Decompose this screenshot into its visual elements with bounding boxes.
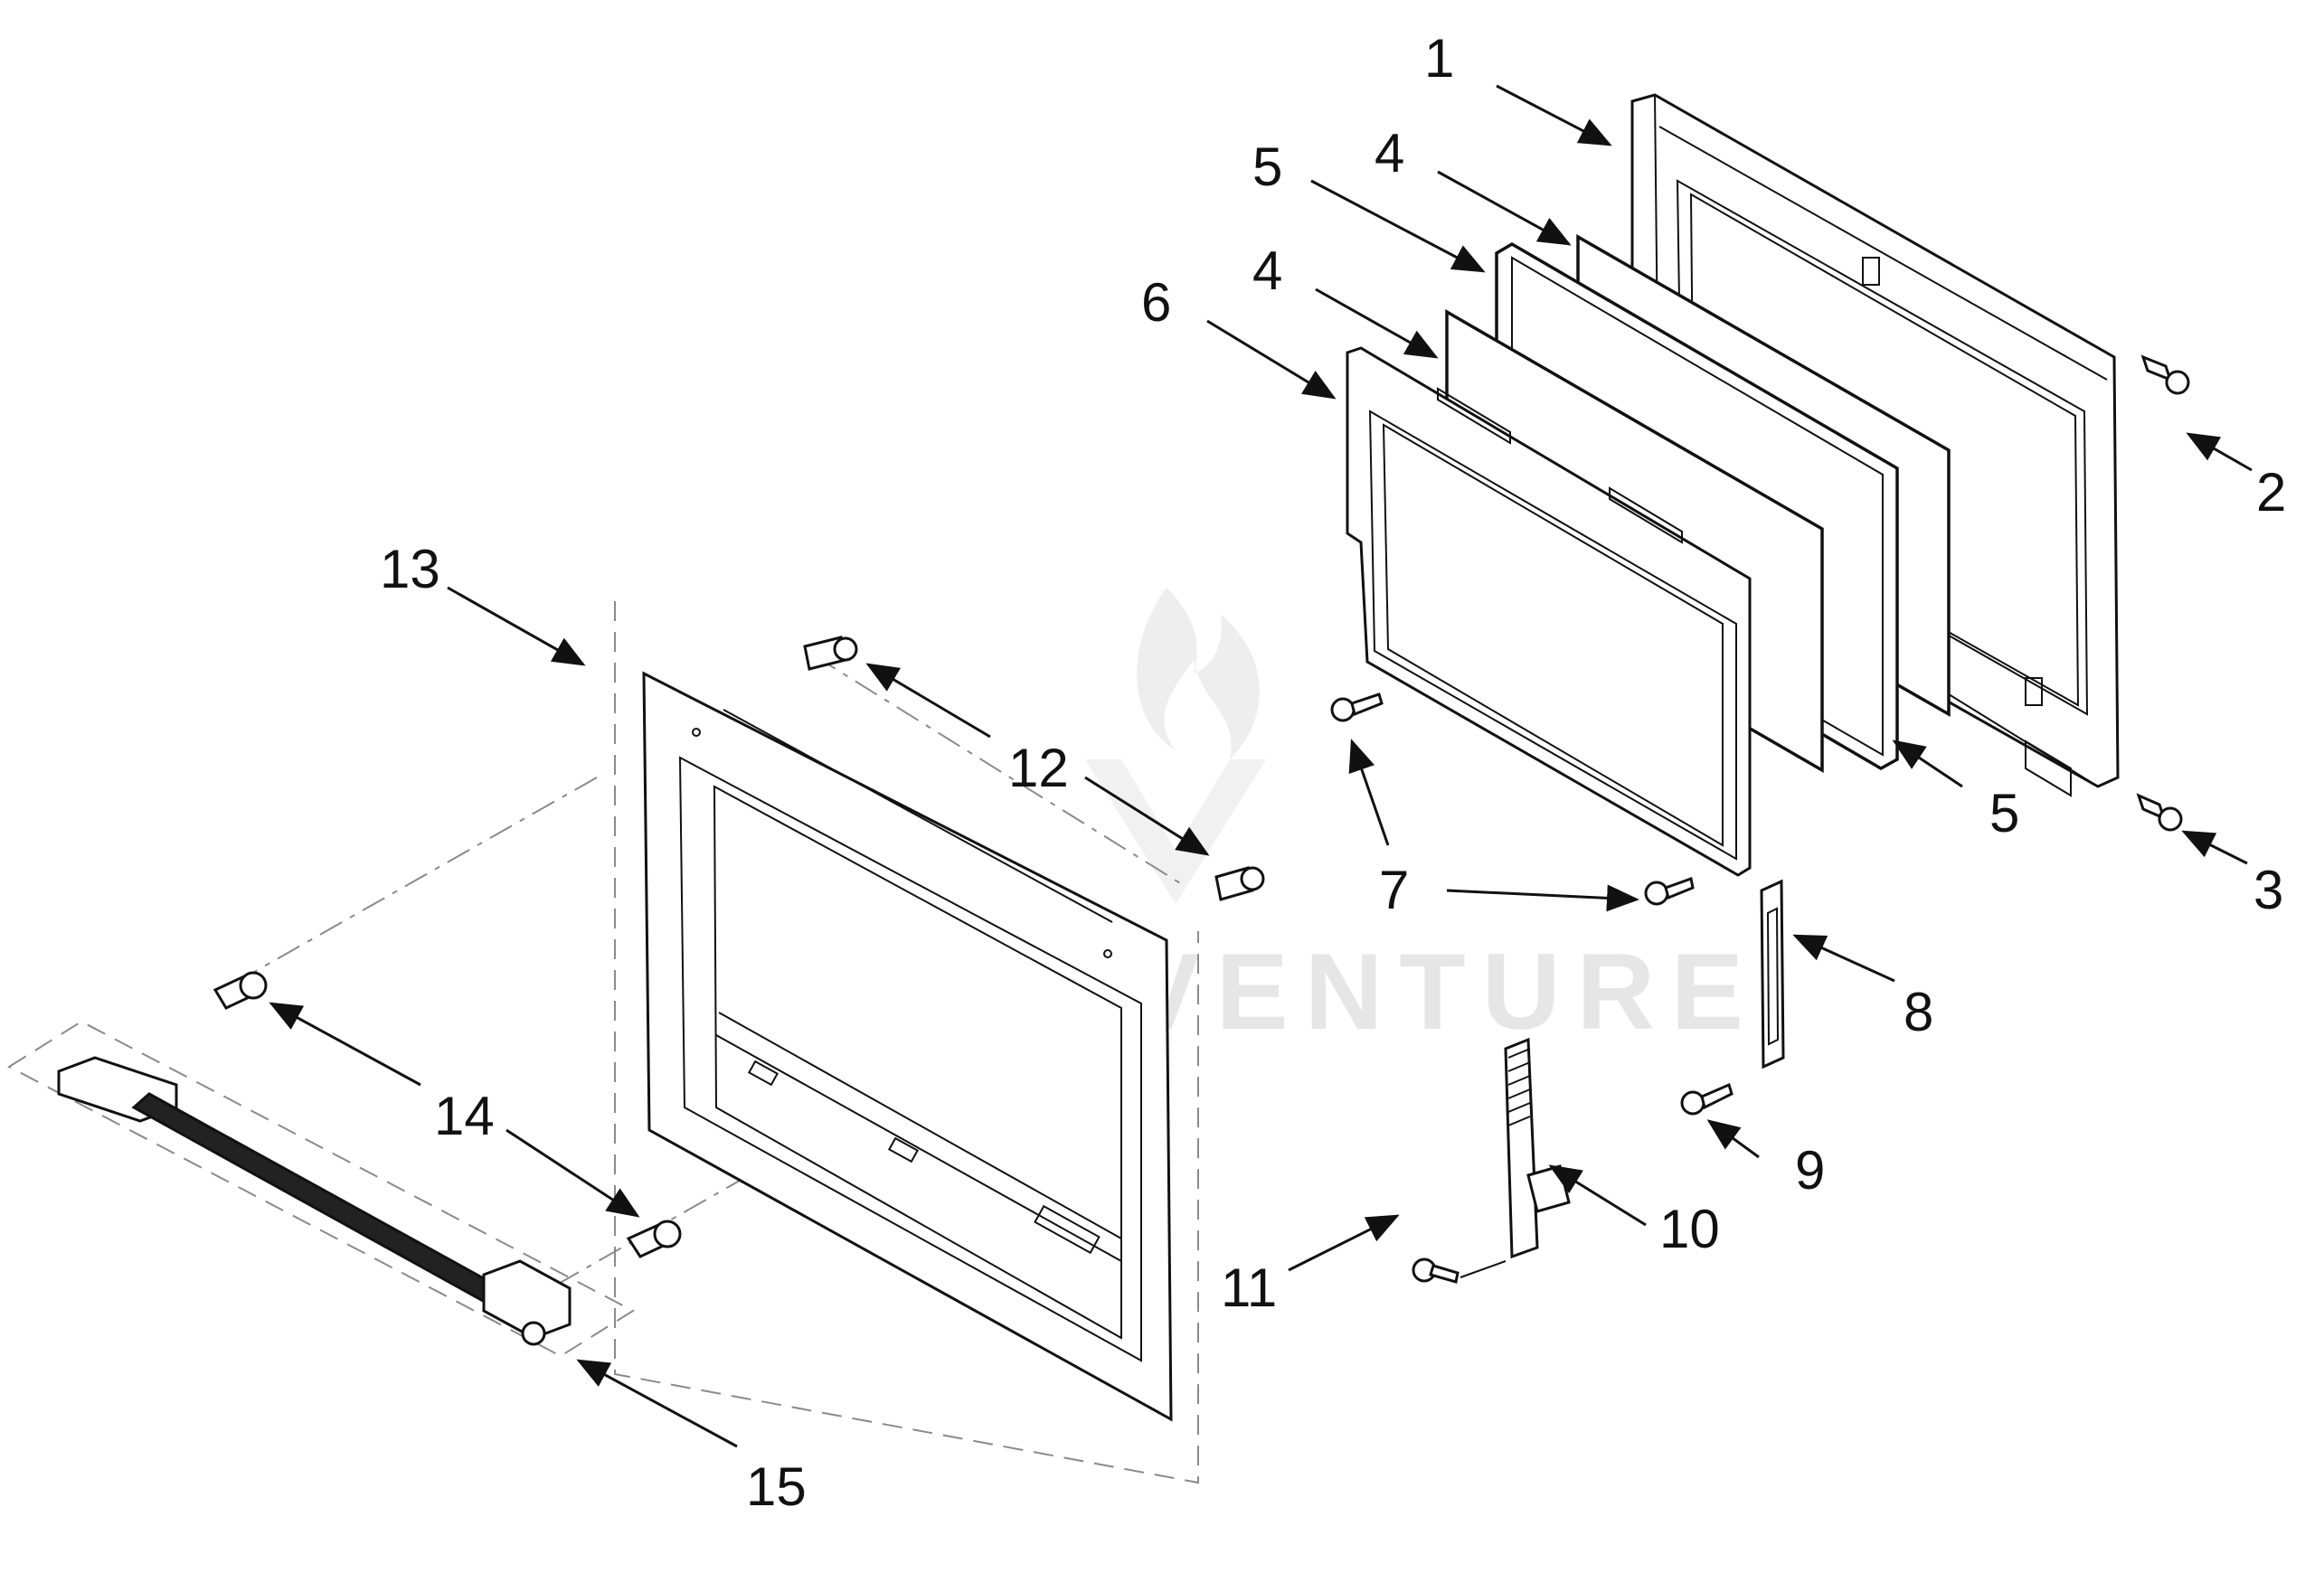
callout-10: 10	[1659, 1199, 1720, 1259]
part-14-stud-lower	[626, 1220, 682, 1258]
part-11-screw	[1412, 1258, 1507, 1284]
part-12-screw-left	[803, 636, 858, 671]
callout-13: 13	[380, 539, 440, 599]
callout-8: 8	[1904, 982, 1933, 1042]
leader-lines	[269, 84, 2253, 1448]
part-6-window-frame	[1346, 346, 1752, 877]
callout-14: 14	[434, 1086, 495, 1146]
part-15-handle	[57, 1056, 572, 1346]
part-13-outer-door	[642, 671, 1173, 1422]
callout-4-upper: 4	[1375, 123, 1404, 184]
callout-1: 1	[1424, 28, 1454, 89]
callout-7: 7	[1379, 860, 1409, 920]
callout-5-lower: 5	[1989, 783, 2019, 843]
callout-6: 6	[1141, 272, 1171, 333]
part-7-screw-upper	[1330, 692, 1384, 722]
outer-door-guide-box	[614, 601, 1199, 1484]
callout-15: 15	[746, 1456, 807, 1517]
part-9-screw	[1680, 1082, 1734, 1116]
callout-2: 2	[2256, 462, 2286, 523]
part-14-stud-upper	[213, 971, 268, 1010]
flame-logo-icon	[1085, 588, 1266, 904]
callout-3: 3	[2253, 860, 2283, 920]
callout-4-lower: 4	[1252, 240, 1282, 301]
callout-12: 12	[1008, 738, 1069, 798]
callout-5-upper: 5	[1252, 137, 1282, 197]
part-10-hinge	[1504, 1037, 1571, 1259]
callout-11: 11	[1221, 1258, 1277, 1318]
handle-guide-box	[6, 1020, 636, 1358]
callout-labels: 1 2 3 4 4 5 5 6 7 8 9 10 11 12 13 14 15	[380, 28, 2286, 1517]
part-8-hinge-receptacle	[1760, 879, 1785, 1069]
part-7-screw-lower	[1644, 877, 1695, 906]
part-12-screw-right	[1214, 866, 1265, 901]
part-2-screw	[2140, 354, 2190, 395]
callout-9: 9	[1795, 1140, 1825, 1201]
part-3-screw	[2136, 793, 2183, 832]
screw-guide-line-upper	[813, 655, 1186, 887]
handle-guide-line-upper	[230, 777, 598, 986]
